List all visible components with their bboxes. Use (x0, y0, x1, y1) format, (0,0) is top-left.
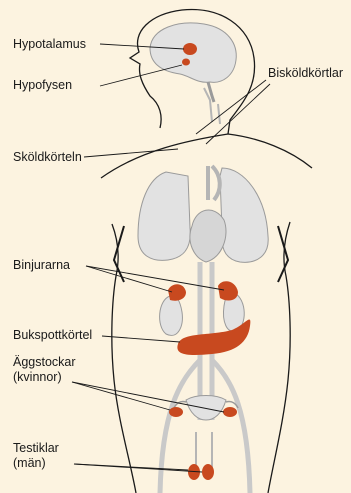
leader-aggstockar-1 (72, 382, 170, 410)
label-hypofysen: Hypofysen (13, 78, 72, 93)
leader-bukspottkortel (102, 336, 180, 342)
aorta (208, 166, 220, 200)
left-lung (138, 172, 190, 260)
leader-biskoldkortlar-1 (196, 80, 266, 134)
left-ovary (169, 407, 183, 417)
right-ovary (223, 407, 237, 417)
label-skoldkorteln: Sköldkörteln (13, 150, 82, 165)
uterus (186, 396, 226, 421)
label-bukspottkortel: Bukspottkörtel (13, 328, 92, 343)
label-hypotalamus: Hypotalamus (13, 37, 86, 52)
label-biskoldkortlar: Bisköldkörtlar (268, 66, 343, 81)
leader-skoldkorteln (84, 149, 178, 157)
leader-testiklar-2 (74, 464, 202, 472)
leader-hypofysen (100, 65, 182, 86)
label-binjurarna: Binjurarna (13, 258, 70, 273)
left-kidney (160, 296, 183, 336)
pituitary-gland (182, 59, 190, 66)
right-lung (220, 168, 268, 262)
right-adrenal-gland (218, 281, 238, 300)
left-adrenal-gland (168, 284, 186, 300)
hypothalamus-gland (183, 43, 197, 55)
right-testis (202, 464, 214, 480)
heart (190, 210, 226, 262)
label-aggstockar: Äggstockar (kvinnor) (13, 355, 76, 385)
label-testiklar: Testiklar (män) (13, 441, 59, 471)
